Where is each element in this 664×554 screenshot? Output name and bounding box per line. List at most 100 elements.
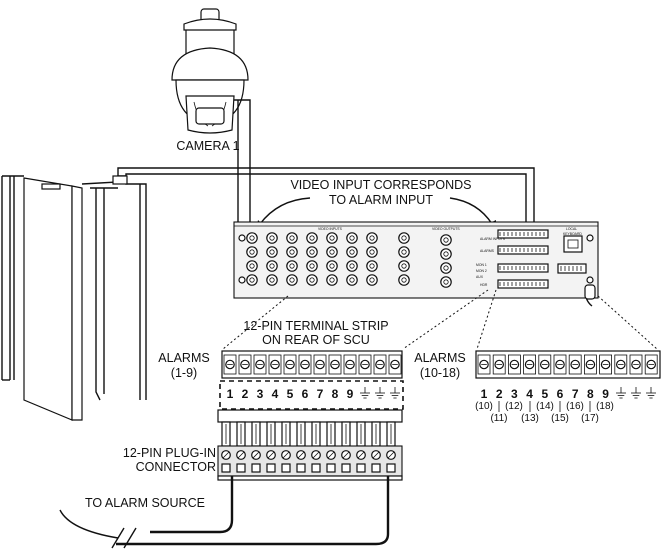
panel-alarms-label: ALARMS <box>480 249 495 253</box>
video-input-bnc <box>306 260 318 272</box>
alarm-source-wire-1 <box>150 476 234 534</box>
alarms-left-label-1: ALARMS <box>158 351 209 365</box>
alarms-left-label-2: (1-9) <box>171 366 197 380</box>
alarm-number-label: (10) <box>475 401 493 412</box>
video-output-bnc <box>440 262 452 274</box>
pin-number: 8 <box>332 387 339 401</box>
video-input-bnc <box>366 246 378 258</box>
keyboard-port <box>563 235 583 253</box>
callout-arrow-right <box>449 197 493 225</box>
pin-label-dashed-box <box>219 380 404 410</box>
video-input-bnc <box>398 274 410 286</box>
connector-body <box>217 445 403 477</box>
plugin-connector-label-2: CONNECTOR <box>136 460 216 474</box>
leader-right-2 <box>597 295 658 350</box>
pin-number: 5 <box>287 387 294 401</box>
alarm-number-label: (15) <box>551 413 569 424</box>
pin-number: 2 <box>242 387 249 401</box>
video-input-bnc <box>266 232 278 244</box>
video-input-bnc <box>326 232 338 244</box>
video-input-bnc <box>306 274 318 286</box>
dome-camera <box>171 8 249 134</box>
video-input-bnc <box>266 260 278 272</box>
pin-number: 3 <box>257 387 264 401</box>
pin-number: 8 <box>587 387 594 401</box>
right-sub-labels-top: (10) (12) (14) (16) (18) <box>475 401 614 412</box>
panel-alarm-block <box>497 245 549 255</box>
video-input-bnc <box>346 246 358 258</box>
alarm-number-label: (14) <box>536 401 554 412</box>
alarm-number-label: (16) <box>566 401 584 412</box>
camera-video-cable <box>234 99 251 226</box>
alarm-wire-2 <box>125 173 527 226</box>
panel-hdr-label: HDR <box>480 283 488 287</box>
video-input-bnc <box>326 246 338 258</box>
alarm-source-leader <box>59 509 119 539</box>
pin-number: 9 <box>602 387 609 401</box>
scu-rear-panel: VIDEO INPUTS VIDEO OUTPUTS ALARM INPUTS … <box>233 221 599 299</box>
alarm-number-label: (17) <box>581 413 599 424</box>
video-input-bnc <box>346 232 358 244</box>
pin-number: 3 <box>511 387 518 401</box>
alarm-source-label: TO ALARM SOURCE <box>85 496 205 510</box>
video-input-bnc <box>366 274 378 286</box>
panel-mon1-label: MON 1 <box>476 263 487 267</box>
video-input-bnc <box>246 260 258 272</box>
pin-number: 2 <box>496 387 503 401</box>
video-input-bnc <box>266 246 278 258</box>
pin-number: 4 <box>526 387 533 401</box>
video-output-bnc <box>440 276 452 288</box>
panel-aux-label: AUX <box>476 275 484 279</box>
camera-label: CAMERA 1 <box>176 139 239 153</box>
alarm-number-label: (12) <box>505 401 523 412</box>
panel-keyboard-label: KEYBOARD <box>563 232 582 236</box>
plug-in-connector <box>217 409 403 481</box>
panel-video-inputs-label: VIDEO INPUTS <box>318 227 343 231</box>
video-input-bnc <box>398 246 410 258</box>
video-input-bnc <box>398 232 410 244</box>
panel-keyboard-terminal <box>557 263 587 274</box>
pin-number: 7 <box>572 387 579 401</box>
video-input-bnc <box>286 232 298 244</box>
left-terminal-strip <box>221 350 403 379</box>
pin-number: 7 <box>317 387 324 401</box>
video-input-connectors <box>246 232 410 286</box>
video-input-bnc <box>326 274 338 286</box>
video-output-connectors <box>440 234 452 288</box>
leader-right-1 <box>476 289 497 350</box>
video-input-bnc <box>346 260 358 272</box>
video-input-bnc <box>346 274 358 286</box>
video-input-bnc <box>266 274 278 286</box>
alarms-right-label-2: (10-18) <box>420 366 460 380</box>
callout-arrow-left <box>259 197 311 225</box>
door <box>1 175 147 421</box>
right-sub-labels-bottom: (11)(13)(15)(17) <box>490 413 598 424</box>
video-input-bnc <box>246 232 258 244</box>
left-ground-symbols <box>360 387 400 399</box>
pin-number: 1 <box>227 387 234 401</box>
panel-local-label: LOCAL <box>566 227 577 231</box>
video-input-bnc <box>306 246 318 258</box>
pin-number: 4 <box>272 387 279 401</box>
pin-number: 6 <box>302 387 309 401</box>
video-input-label-1: VIDEO INPUT CORRESPONDS <box>290 178 471 192</box>
alarm-number-label: (13) <box>521 413 539 424</box>
video-input-bnc <box>286 260 298 272</box>
video-input-bnc <box>286 246 298 258</box>
video-input-bnc <box>366 232 378 244</box>
pin-number: 9 <box>347 387 354 401</box>
panel-mon-block <box>497 263 549 273</box>
video-input-bnc <box>366 260 378 272</box>
alarm-number-label: (18) <box>596 401 614 412</box>
panel-hdr-block <box>497 279 549 289</box>
panel-mon2-label: MON 2 <box>476 269 487 273</box>
right-ground-symbols <box>616 387 656 399</box>
video-input-bnc <box>306 232 318 244</box>
panel-alarm-inputs-label: ALARM INPUTS <box>480 237 506 241</box>
video-input-bnc <box>246 246 258 258</box>
plugin-connector-label-1: 12-PIN PLUG-IN <box>123 446 216 460</box>
panel-alarm-input-block <box>497 229 549 239</box>
